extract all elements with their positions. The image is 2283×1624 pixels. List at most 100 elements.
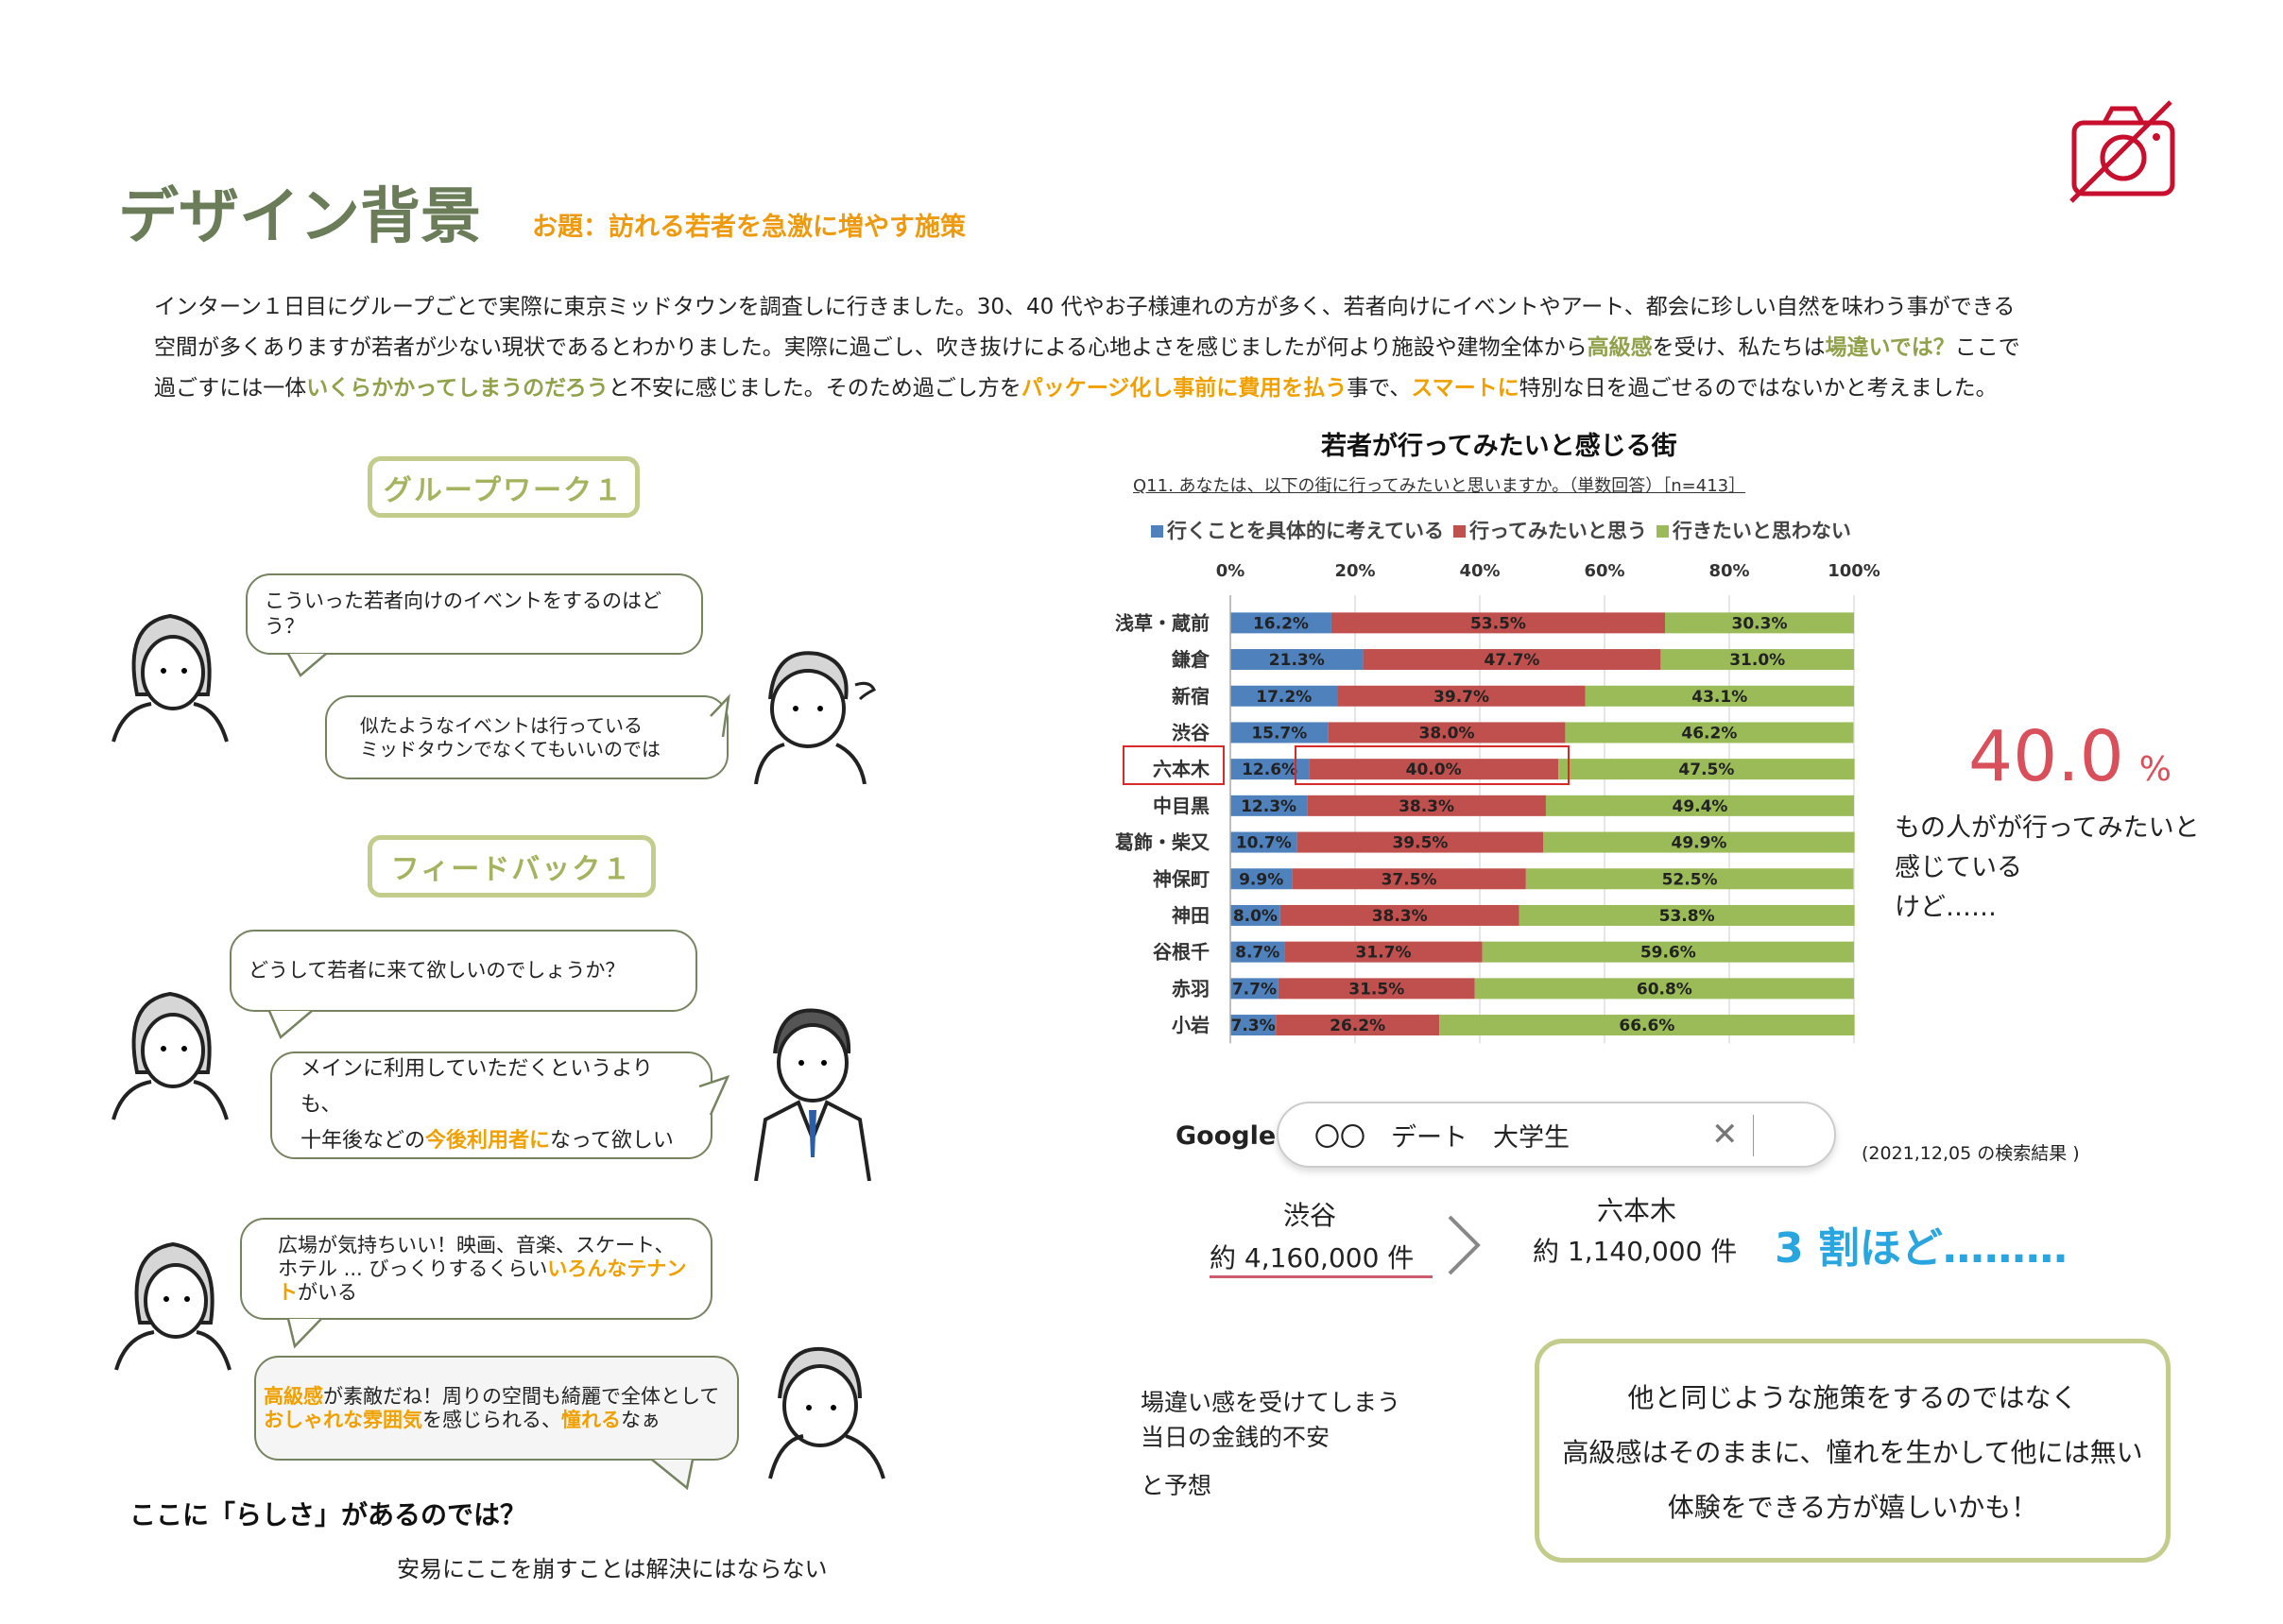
bar-segment: [1230, 722, 1329, 744]
roppongi-count: 約 1,140,000 件: [1533, 1236, 1738, 1267]
bar-segment: [1525, 868, 1854, 890]
stat-value: 40.0%: [1968, 716, 2171, 797]
bar-segment: [1474, 978, 1854, 1000]
category-label: 谷根千: [1153, 941, 1210, 964]
search-query: 〇〇 デート 大学生: [1314, 1122, 1570, 1153]
category-label: 浅草・蔵前: [1115, 611, 1210, 634]
bar-segment: [1482, 941, 1854, 963]
data-label: 53.8%: [1659, 907, 1715, 926]
x-tick-label: 100%: [1828, 561, 1880, 581]
bar-segment: [1230, 612, 1331, 634]
clear-icon[interactable]: ✕: [1711, 1116, 1739, 1154]
data-label: 52.5%: [1662, 870, 1718, 889]
data-label: 39.5%: [1392, 834, 1448, 853]
bar-segment: [1439, 1015, 1855, 1036]
bar-segment: [1558, 759, 1855, 780]
intro-line-3: 過ごすには一体いくらかかってしまうのだろうと不安に感じました。そのため過ごし方を…: [154, 376, 1998, 401]
chart-title: 若者が行ってみたいと感じる街: [1321, 432, 1677, 461]
data-label: 53.5%: [1470, 614, 1526, 633]
bar-segment: [1230, 1015, 1277, 1036]
data-label: 66.6%: [1619, 1017, 1674, 1035]
data-label: 30.3%: [1732, 614, 1788, 633]
bar-segment: [1278, 978, 1475, 1000]
bar-segment: [1230, 831, 1297, 853]
bar-segment: [1230, 978, 1279, 1000]
category-label: 渋谷: [1172, 721, 1210, 744]
data-label: 59.6%: [1640, 944, 1696, 963]
bar-segment: [1284, 941, 1483, 963]
category-label: 鎌倉: [1171, 648, 1210, 671]
bar-segment: [1292, 868, 1526, 890]
data-label: 31.0%: [1729, 651, 1785, 670]
bar-segment: [1230, 904, 1280, 926]
man-worried-illustration: [754, 651, 877, 784]
stat-caption: もの人がが行ってみたいと感じているけど……: [1895, 813, 2200, 922]
bar-segment: [1309, 759, 1559, 780]
data-label: 37.5%: [1382, 870, 1437, 889]
data-label: 16.2%: [1253, 614, 1309, 633]
bar-segment: [1296, 831, 1544, 853]
bar-segment: [1279, 904, 1519, 926]
no-camera-icon: [2069, 100, 2175, 203]
chart-subtitle: Q11. あなたは、以下の街に行ってみたいと思いますか。（単数回答）［n=413…: [1133, 476, 1746, 496]
data-label: 9.9%: [1239, 870, 1283, 889]
speech-bubble: こういった若者向けのイベントをするのはどう？: [246, 573, 703, 655]
data-label: 49.9%: [1671, 834, 1726, 853]
search-date-note: (2021,12,05 の検索結果 ): [1862, 1143, 2080, 1164]
bar-segment: [1276, 1015, 1440, 1036]
data-label: 15.7%: [1251, 724, 1307, 743]
data-label: 31.7%: [1356, 944, 1412, 963]
page-subtitle: お題：訪れる若者を急激に増やす施策: [532, 213, 966, 242]
data-label: 43.1%: [1691, 688, 1747, 707]
bar-segment: [1230, 795, 1308, 816]
data-label: 38.3%: [1372, 907, 1428, 926]
data-label: 7.3%: [1231, 1017, 1276, 1035]
data-label: 26.2%: [1330, 1017, 1385, 1035]
woman-thinking-illustration: [112, 991, 229, 1120]
data-label: 38.0%: [1419, 724, 1475, 743]
bar-segment: [1230, 759, 1310, 780]
category-label: 新宿: [1172, 685, 1210, 708]
bar-segment: [1665, 612, 1854, 634]
data-label: 21.3%: [1269, 651, 1325, 670]
bar-segment: [1363, 649, 1661, 671]
shibuya-count: 約 4,160,000 件: [1210, 1238, 1433, 1278]
bar-segment: [1328, 722, 1566, 744]
search-input[interactable]: 〇〇 デート 大学生 ✕: [1277, 1102, 1836, 1168]
data-label: 46.2%: [1681, 724, 1737, 743]
data-label: 49.4%: [1672, 797, 1727, 816]
woman-thinking-illustration: [112, 613, 229, 743]
highlight-box-label: [1123, 745, 1225, 785]
data-label: 47.7%: [1484, 651, 1539, 670]
bar-segment: [1330, 612, 1666, 634]
bar-segment: [1660, 649, 1854, 671]
chevron-right-icon: [1448, 1215, 1481, 1275]
bar-segment: [1230, 941, 1285, 963]
bar-segment: [1307, 795, 1546, 816]
feedback-label: フィードバック１: [368, 835, 656, 897]
speech-bubble: どうして若者に来て欲しいのでしょうか？: [230, 930, 697, 1012]
data-label: 17.2%: [1256, 688, 1312, 707]
legend-item: 行ってみたいと思う: [1452, 516, 1647, 544]
data-label: 10.7%: [1236, 834, 1292, 853]
bar-segment: [1545, 795, 1854, 816]
bar-segment: [1230, 685, 1338, 707]
google-label: Google: [1176, 1121, 1277, 1151]
bar-segment: [1565, 722, 1854, 744]
data-label: 60.8%: [1637, 980, 1692, 999]
ratio-text: 3 割ほど………: [1775, 1224, 2068, 1273]
category-label: 神田: [1172, 904, 1210, 927]
category-label: 神保町: [1153, 867, 1210, 890]
proposal-box: 他と同じような施策をするのではなく高級感はそのままに、憧れを生かして他には無い体…: [1535, 1339, 2171, 1563]
data-label: 31.5%: [1348, 980, 1404, 999]
bar-segment: [1543, 831, 1855, 853]
legend-item: 行きたいと思わない: [1656, 516, 1851, 544]
woman-talking-illustration: [114, 1241, 232, 1371]
businessman-illustration: [754, 1008, 871, 1181]
data-label: 39.7%: [1433, 688, 1489, 707]
x-tick-label: 20%: [1334, 561, 1375, 581]
legend-item: 行くことを具体的に考えている: [1151, 516, 1444, 544]
data-label: 8.7%: [1235, 944, 1279, 963]
data-label: 38.3%: [1399, 797, 1454, 816]
